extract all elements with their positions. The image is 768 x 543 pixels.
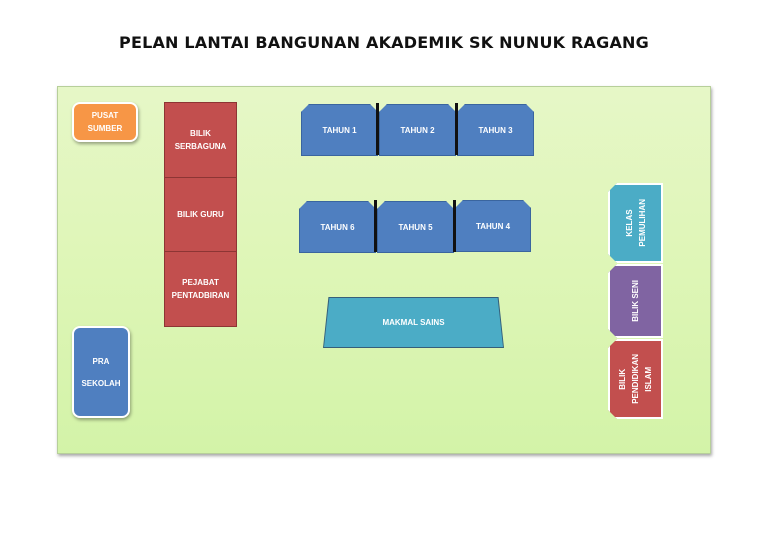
wall-divider	[374, 200, 377, 252]
room-label: TAHUN 1	[322, 125, 357, 135]
room-label: TAHUN 2	[400, 125, 435, 135]
room-label-line: PENTADBIRAN	[171, 291, 230, 300]
room-label-line: SUMBER	[87, 124, 123, 133]
page-title: PELAN LANTAI BANGUNAN AKADEMIK SK NUNUK …	[119, 33, 649, 52]
wall-divider	[453, 200, 456, 252]
room-tahun-3[interactable]: TAHUN 3	[457, 104, 534, 156]
room-label-line: SEKOLAH	[81, 378, 121, 388]
room-pusat-sumber[interactable]: PUSAT SUMBER	[72, 102, 138, 142]
wall-divider	[376, 103, 379, 155]
room-label-line: ISLAM	[644, 366, 653, 392]
room-label: TAHUN 4	[475, 221, 511, 231]
room-bilik-guru[interactable]: BILIK GURU	[164, 177, 237, 252]
room-label: TAHUN 3	[478, 125, 513, 135]
room-tahun-1[interactable]: TAHUN 1	[301, 104, 378, 156]
room-label-line: PEJABAT	[182, 278, 219, 287]
room-tahun-6[interactable]: TAHUN 6	[299, 201, 376, 253]
room-label-line: KELAS	[624, 209, 634, 237]
room-bilik-serbaguna[interactable]: BILIK SERBAGUNA	[164, 102, 237, 178]
room-label: BILIK GURU	[177, 210, 224, 219]
room-kelas-pemulihan[interactable]: KELAS PEMULIHAN	[608, 183, 663, 263]
room-bilik-seni[interactable]: BILIK SENI	[608, 264, 663, 338]
room-label-line: PRA	[92, 356, 110, 366]
room-label: TAHUN 6	[320, 222, 355, 232]
room-pejabat-pentadbiran[interactable]: PEJABAT PENTADBIRAN	[164, 251, 237, 327]
room-label-line: SERBAGUNA	[174, 142, 227, 151]
room-tahun-2[interactable]: TAHUN 2	[379, 104, 456, 156]
room-label-line: PEMULIHAN	[637, 199, 647, 247]
room-label-line: PUSAT	[91, 111, 119, 120]
room-label-line: BILIK	[190, 129, 211, 138]
room-label-line: PENDIDIKAN	[631, 354, 640, 404]
room-tahun-5[interactable]: TAHUN 5	[377, 201, 454, 253]
room-tahun-4[interactable]: TAHUN 4	[455, 200, 531, 252]
room-label: MAKMAL SAINS	[382, 318, 445, 327]
room-label-line: BILIK	[618, 368, 627, 390]
wall-divider	[455, 103, 458, 155]
room-label: BILIK SENI	[631, 280, 640, 322]
room-label: TAHUN 5	[398, 222, 433, 232]
room-bilik-pendidikan-islam[interactable]: BILIK PENDIDIKAN ISLAM	[608, 339, 663, 419]
room-pra-sekolah[interactable]: PRA SEKOLAH	[72, 326, 130, 418]
room-makmal-sains[interactable]: MAKMAL SAINS	[323, 297, 504, 348]
